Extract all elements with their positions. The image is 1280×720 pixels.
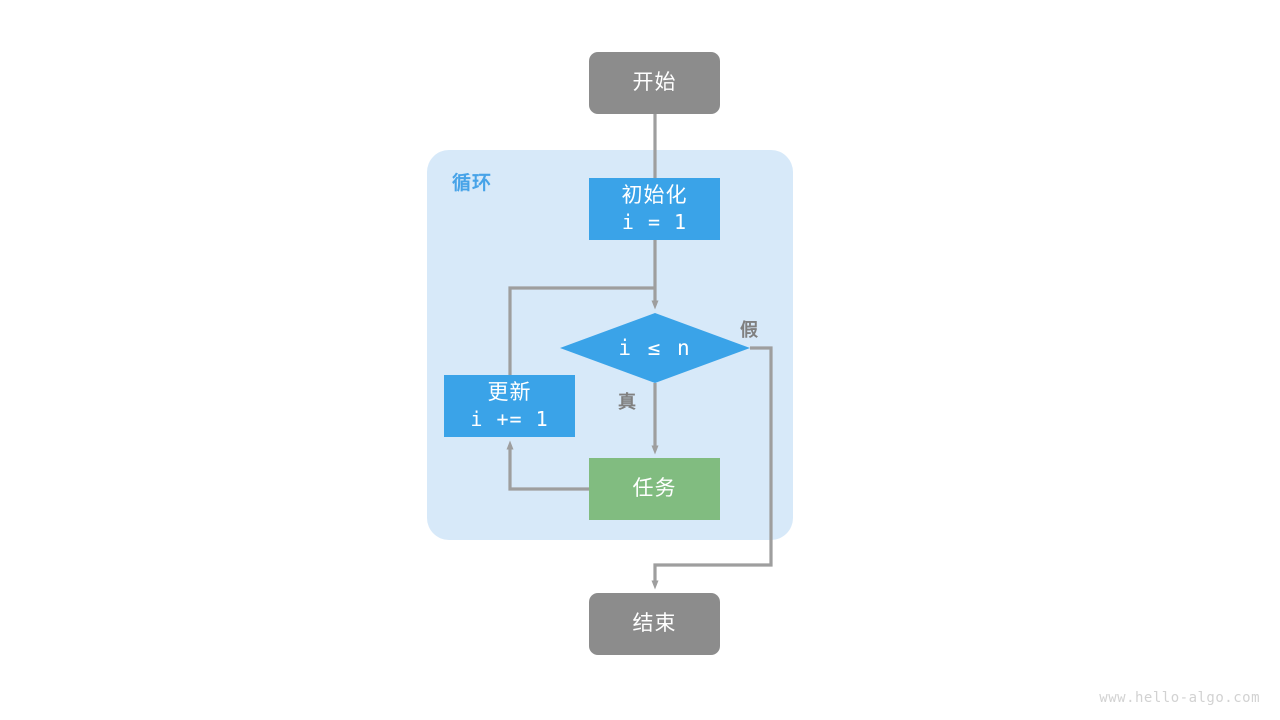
node-start-label: 开始 [632, 70, 677, 94]
node-task[interactable]: 任务 [589, 458, 720, 520]
node-update-code: i += 1 [470, 407, 549, 432]
node-update[interactable]: 更新 i += 1 [444, 375, 575, 437]
loop-container-label: 循环 [452, 173, 493, 194]
node-end-label: 结束 [632, 611, 677, 635]
watermark: www.hello-algo.com [1099, 690, 1260, 706]
edge-label-true: 真 [618, 392, 636, 412]
node-update-title: 更新 [487, 380, 532, 404]
node-decision[interactable]: i ≤ n [560, 313, 750, 383]
node-task-label: 任务 [632, 476, 677, 500]
node-init-title: 初始化 [621, 183, 688, 207]
node-end[interactable]: 结束 [589, 593, 720, 655]
node-start[interactable]: 开始 [589, 52, 720, 114]
node-init[interactable]: 初始化 i = 1 [589, 178, 720, 240]
edge-label-false: 假 [740, 320, 758, 340]
node-init-code: i = 1 [621, 210, 688, 235]
node-decision-label: i ≤ n [618, 335, 692, 360]
